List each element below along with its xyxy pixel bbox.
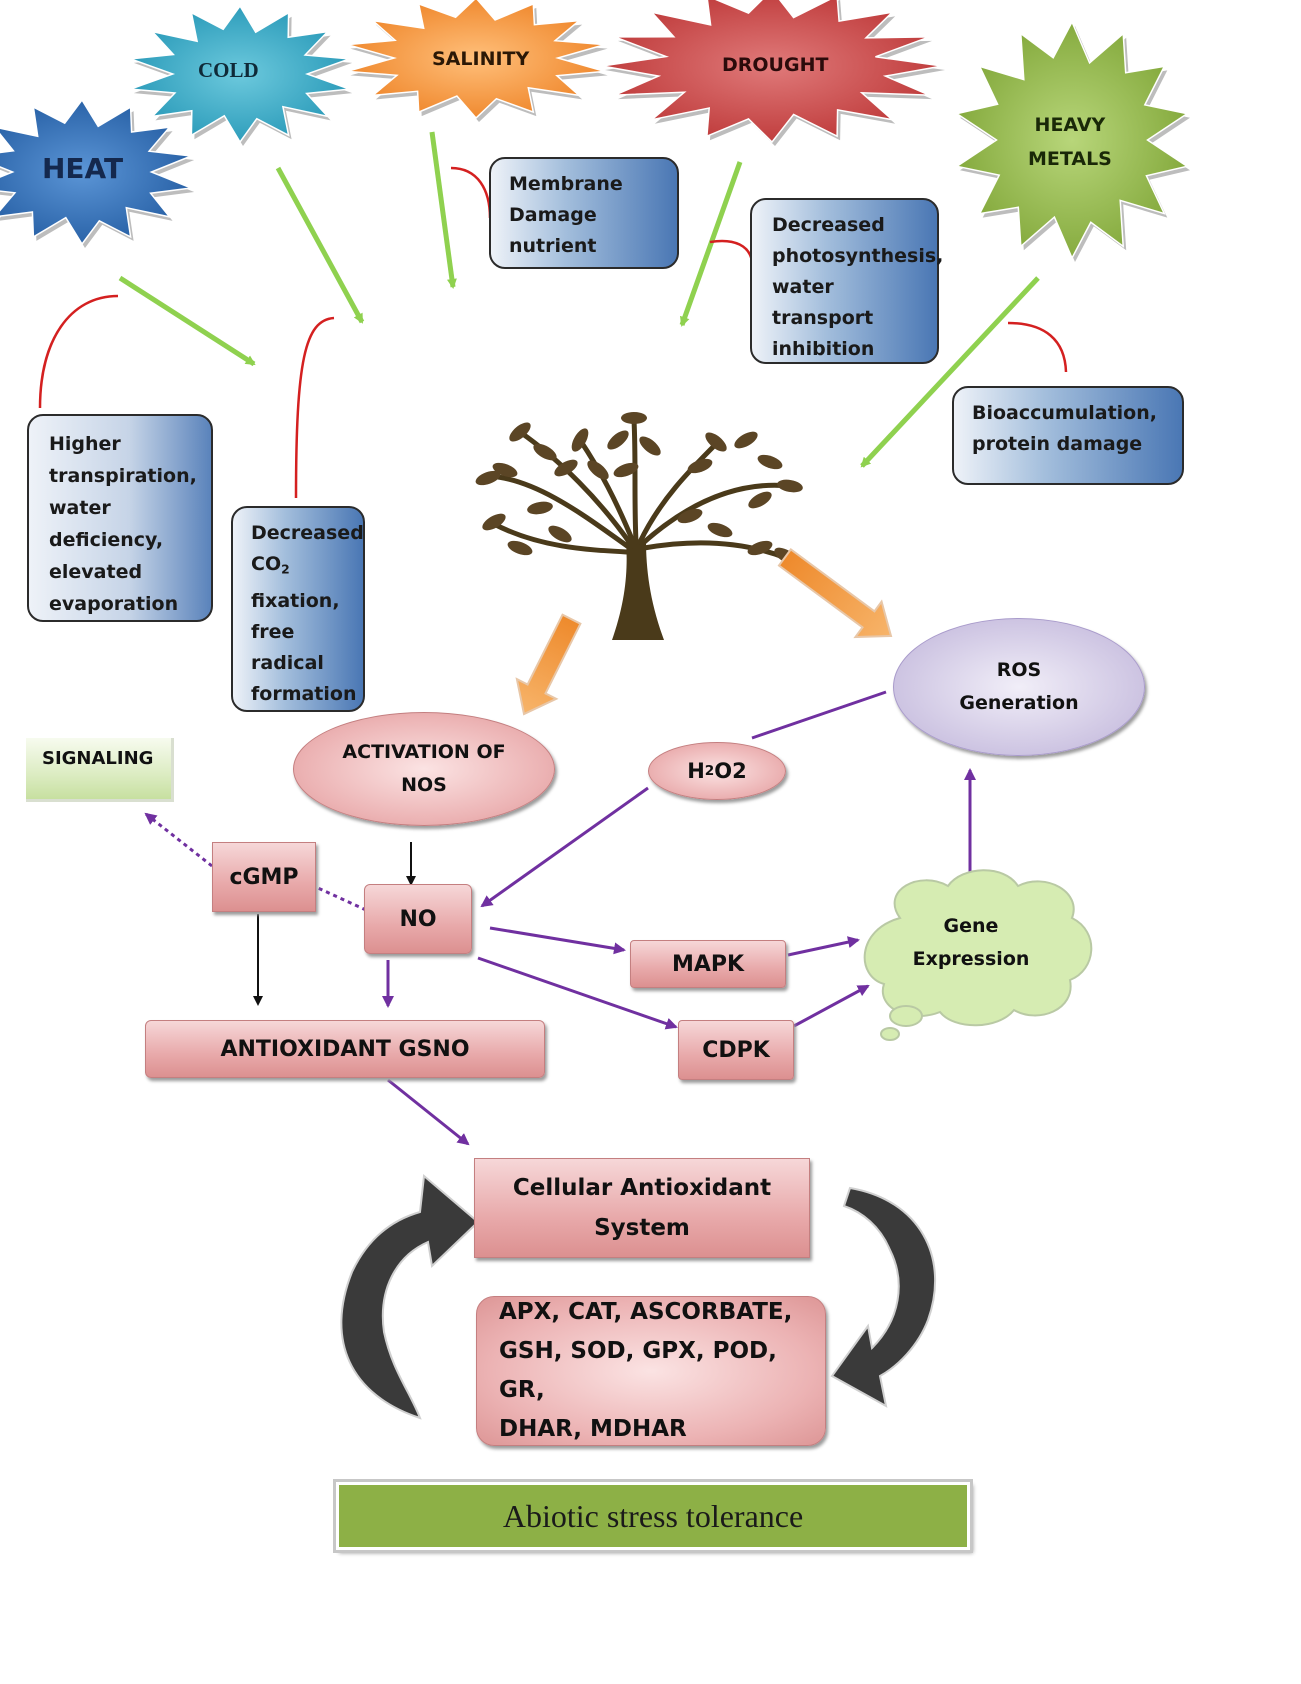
cgmp-node: cGMP	[212, 842, 316, 912]
heavy-metals-burst	[955, 20, 1189, 260]
tree-leaf	[482, 513, 506, 531]
antioxidant-gsno-node: ANTIOXIDANT GSNO	[145, 1020, 545, 1078]
drought-effect-box: Decreased photosynthesis, water transpor…	[750, 198, 943, 364]
tree-icon	[475, 412, 803, 640]
tree-leaf	[757, 454, 783, 470]
drought-effect-connector	[709, 239, 754, 263]
tree-leaf	[748, 491, 772, 509]
gene-expression-cloud	[863, 869, 1093, 1041]
cdpk-to-gene-arrow	[793, 984, 870, 1028]
heavy-metals-effect-box: Bioaccumulation, protein damage	[952, 386, 1184, 485]
tree-leaf	[639, 436, 661, 456]
tree-leaf	[533, 443, 557, 461]
heat-effect-connector	[38, 294, 119, 409]
tree-leaf	[677, 508, 703, 524]
tree-leaf	[492, 462, 518, 478]
no-to-cdpk-arrow	[477, 956, 678, 1030]
salinity-label: SALINITY	[432, 48, 530, 70]
gene-expression-label: Gene Expression	[912, 915, 1030, 970]
heat-burst	[0, 98, 195, 246]
tree-to-ros-arrow	[777, 548, 893, 639]
cold-effect-box: Decreased CO2 fixation, free radical for…	[231, 506, 365, 712]
heat-stress-arrow	[118, 275, 256, 367]
salinity-effect-connector	[450, 166, 492, 219]
cold-stress-arrow	[275, 166, 365, 324]
tree-leaf	[705, 432, 727, 452]
tree-leaf	[587, 460, 609, 480]
mapk-node: MAPK	[630, 940, 786, 988]
heavy-metals-label: HEAVY METALS	[1028, 114, 1112, 170]
tree-branch	[491, 521, 631, 555]
abiotic-stress-tolerance-banner: Abiotic stress tolerance	[333, 1479, 973, 1553]
tree-branch	[487, 473, 633, 551]
ros-h2o2-link	[751, 690, 887, 740]
gsno-to-cellular-arrow	[387, 1078, 470, 1146]
tree-leaf	[607, 430, 629, 450]
tree-leaf	[613, 462, 639, 478]
tree-leaf	[509, 422, 531, 442]
drought-stress-arrow	[679, 161, 743, 327]
tree-leaf	[621, 412, 647, 424]
salinity-effect-box: Membrane Damage nutrient	[489, 157, 679, 269]
tree-branch	[577, 437, 637, 547]
tree-leaf	[571, 428, 589, 452]
tree-branch	[637, 441, 719, 545]
cellular-antioxidant-system-node: Cellular Antioxidant System	[474, 1158, 810, 1258]
no-to-cgmp-link	[317, 886, 367, 912]
drought-label: DROUGHT	[722, 54, 829, 76]
tree-leaf	[475, 470, 501, 486]
cold-effect-connector	[294, 316, 335, 499]
tree-branch	[641, 540, 789, 561]
salinity-stress-arrow	[429, 131, 457, 289]
heat-effect-box: Higher transpiration, water deficiency, …	[27, 414, 213, 622]
mapk-to-gene-arrow	[787, 936, 860, 957]
tree-leaf	[734, 431, 758, 449]
tree-trunk	[612, 540, 664, 640]
right-cycle-arrow	[830, 1186, 937, 1408]
activation-of-nos-node: ACTIVATION OF NOS	[293, 712, 555, 826]
cold-label: COLD	[198, 58, 259, 82]
tree-leaf	[507, 540, 533, 556]
salinity-burst	[347, 0, 605, 120]
antioxidant-enzymes-node: APX, CAT, ASCORBATE, GSH, SOD, GPX, POD,…	[476, 1296, 826, 1446]
tree-leaf	[554, 459, 578, 477]
tree-leaf	[747, 540, 773, 556]
drought-burst	[601, 0, 943, 144]
cgmp-to-signaling-arrow	[144, 812, 213, 868]
cold-burst	[130, 4, 350, 144]
tree-leaf	[687, 458, 713, 474]
tree-to-nos-arrow	[515, 613, 582, 716]
tree-branch	[631, 417, 639, 545]
no-node: NO	[364, 884, 472, 954]
heavy-metals-stress-arrow	[860, 276, 1040, 468]
tree-leaf	[707, 522, 733, 538]
cdpk-node: CDPK	[678, 1020, 794, 1080]
tree-branch	[517, 429, 635, 549]
heat-label: HEAT	[42, 152, 124, 185]
tree-leaf	[527, 501, 553, 515]
tree-leaf	[777, 479, 803, 493]
left-cycle-arrow	[340, 1174, 480, 1420]
signaling-box: SIGNALING	[26, 738, 174, 802]
tree-leaf	[548, 525, 572, 543]
no-to-mapk-arrow	[489, 926, 626, 955]
h2o2-to-no-arrow	[480, 786, 649, 908]
heavy-metals-effect-connector	[1007, 321, 1068, 373]
tree-branch	[639, 482, 793, 547]
ros-generation-node: ROS Generation	[893, 618, 1145, 756]
